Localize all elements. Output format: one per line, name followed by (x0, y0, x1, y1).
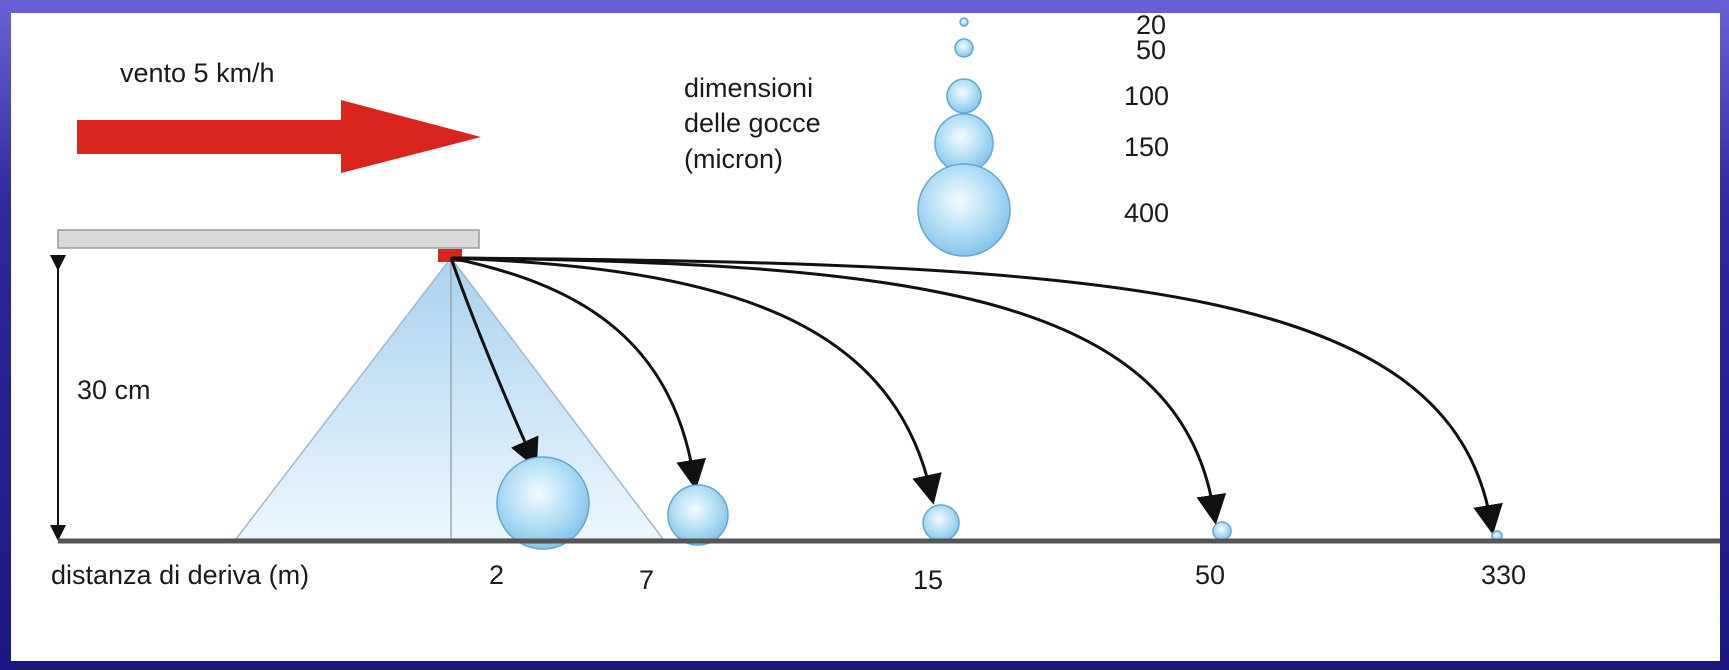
legend-title-line-1: dimensioni (684, 73, 813, 103)
distance-tick-7: 7 (639, 565, 654, 595)
distance-tick-15: 15 (913, 565, 943, 595)
legend-size-400: 400 (1124, 198, 1169, 228)
trajectory-2m (449, 257, 539, 469)
legend-size-50: 50 (1136, 35, 1166, 65)
legend-size-100: 100 (1124, 81, 1169, 111)
drift-distance-label: distanza di deriva (m) (51, 560, 309, 590)
diagram-frame: vento 5 km/h dimensioni delle gocce (mic… (11, 13, 1720, 661)
height-label: 30 cm (77, 375, 151, 405)
droplet-400-landed (496, 456, 590, 550)
legend-title-line-3: (micron) (684, 144, 783, 174)
legend-droplet-100 (946, 78, 982, 114)
trajectory-15m (450, 256, 942, 505)
droplet-150-landed (667, 484, 729, 546)
trajectory-50m (450, 256, 1227, 525)
droplet-50-landed (1212, 521, 1232, 541)
legend-title-line-2: delle gocce (684, 108, 821, 138)
wind-arrow (77, 100, 481, 173)
drift-diagram: vento 5 km/h dimensioni delle gocce (mic… (50, 13, 1720, 595)
droplet-size-legend: dimensioni delle gocce (micron) 20 50 10… (684, 13, 1169, 257)
drift-trajectories (449, 256, 1503, 535)
spray-cone (234, 256, 665, 540)
legend-size-20: 20 (1136, 13, 1166, 40)
legend-droplet-400 (917, 163, 1011, 257)
trajectory-7m (450, 256, 706, 490)
droplet-100-landed (922, 504, 960, 542)
legend-size-150: 150 (1124, 132, 1169, 162)
trajectory-330m (450, 256, 1503, 535)
distance-tick-2: 2 (489, 560, 504, 590)
distance-tick-50: 50 (1195, 560, 1225, 590)
spray-boom (57, 229, 480, 249)
legend-droplet-50 (954, 38, 974, 58)
distance-tick-330: 330 (1481, 560, 1526, 590)
wind-label: vento 5 km/h (120, 58, 275, 88)
legend-droplet-20 (959, 17, 969, 27)
